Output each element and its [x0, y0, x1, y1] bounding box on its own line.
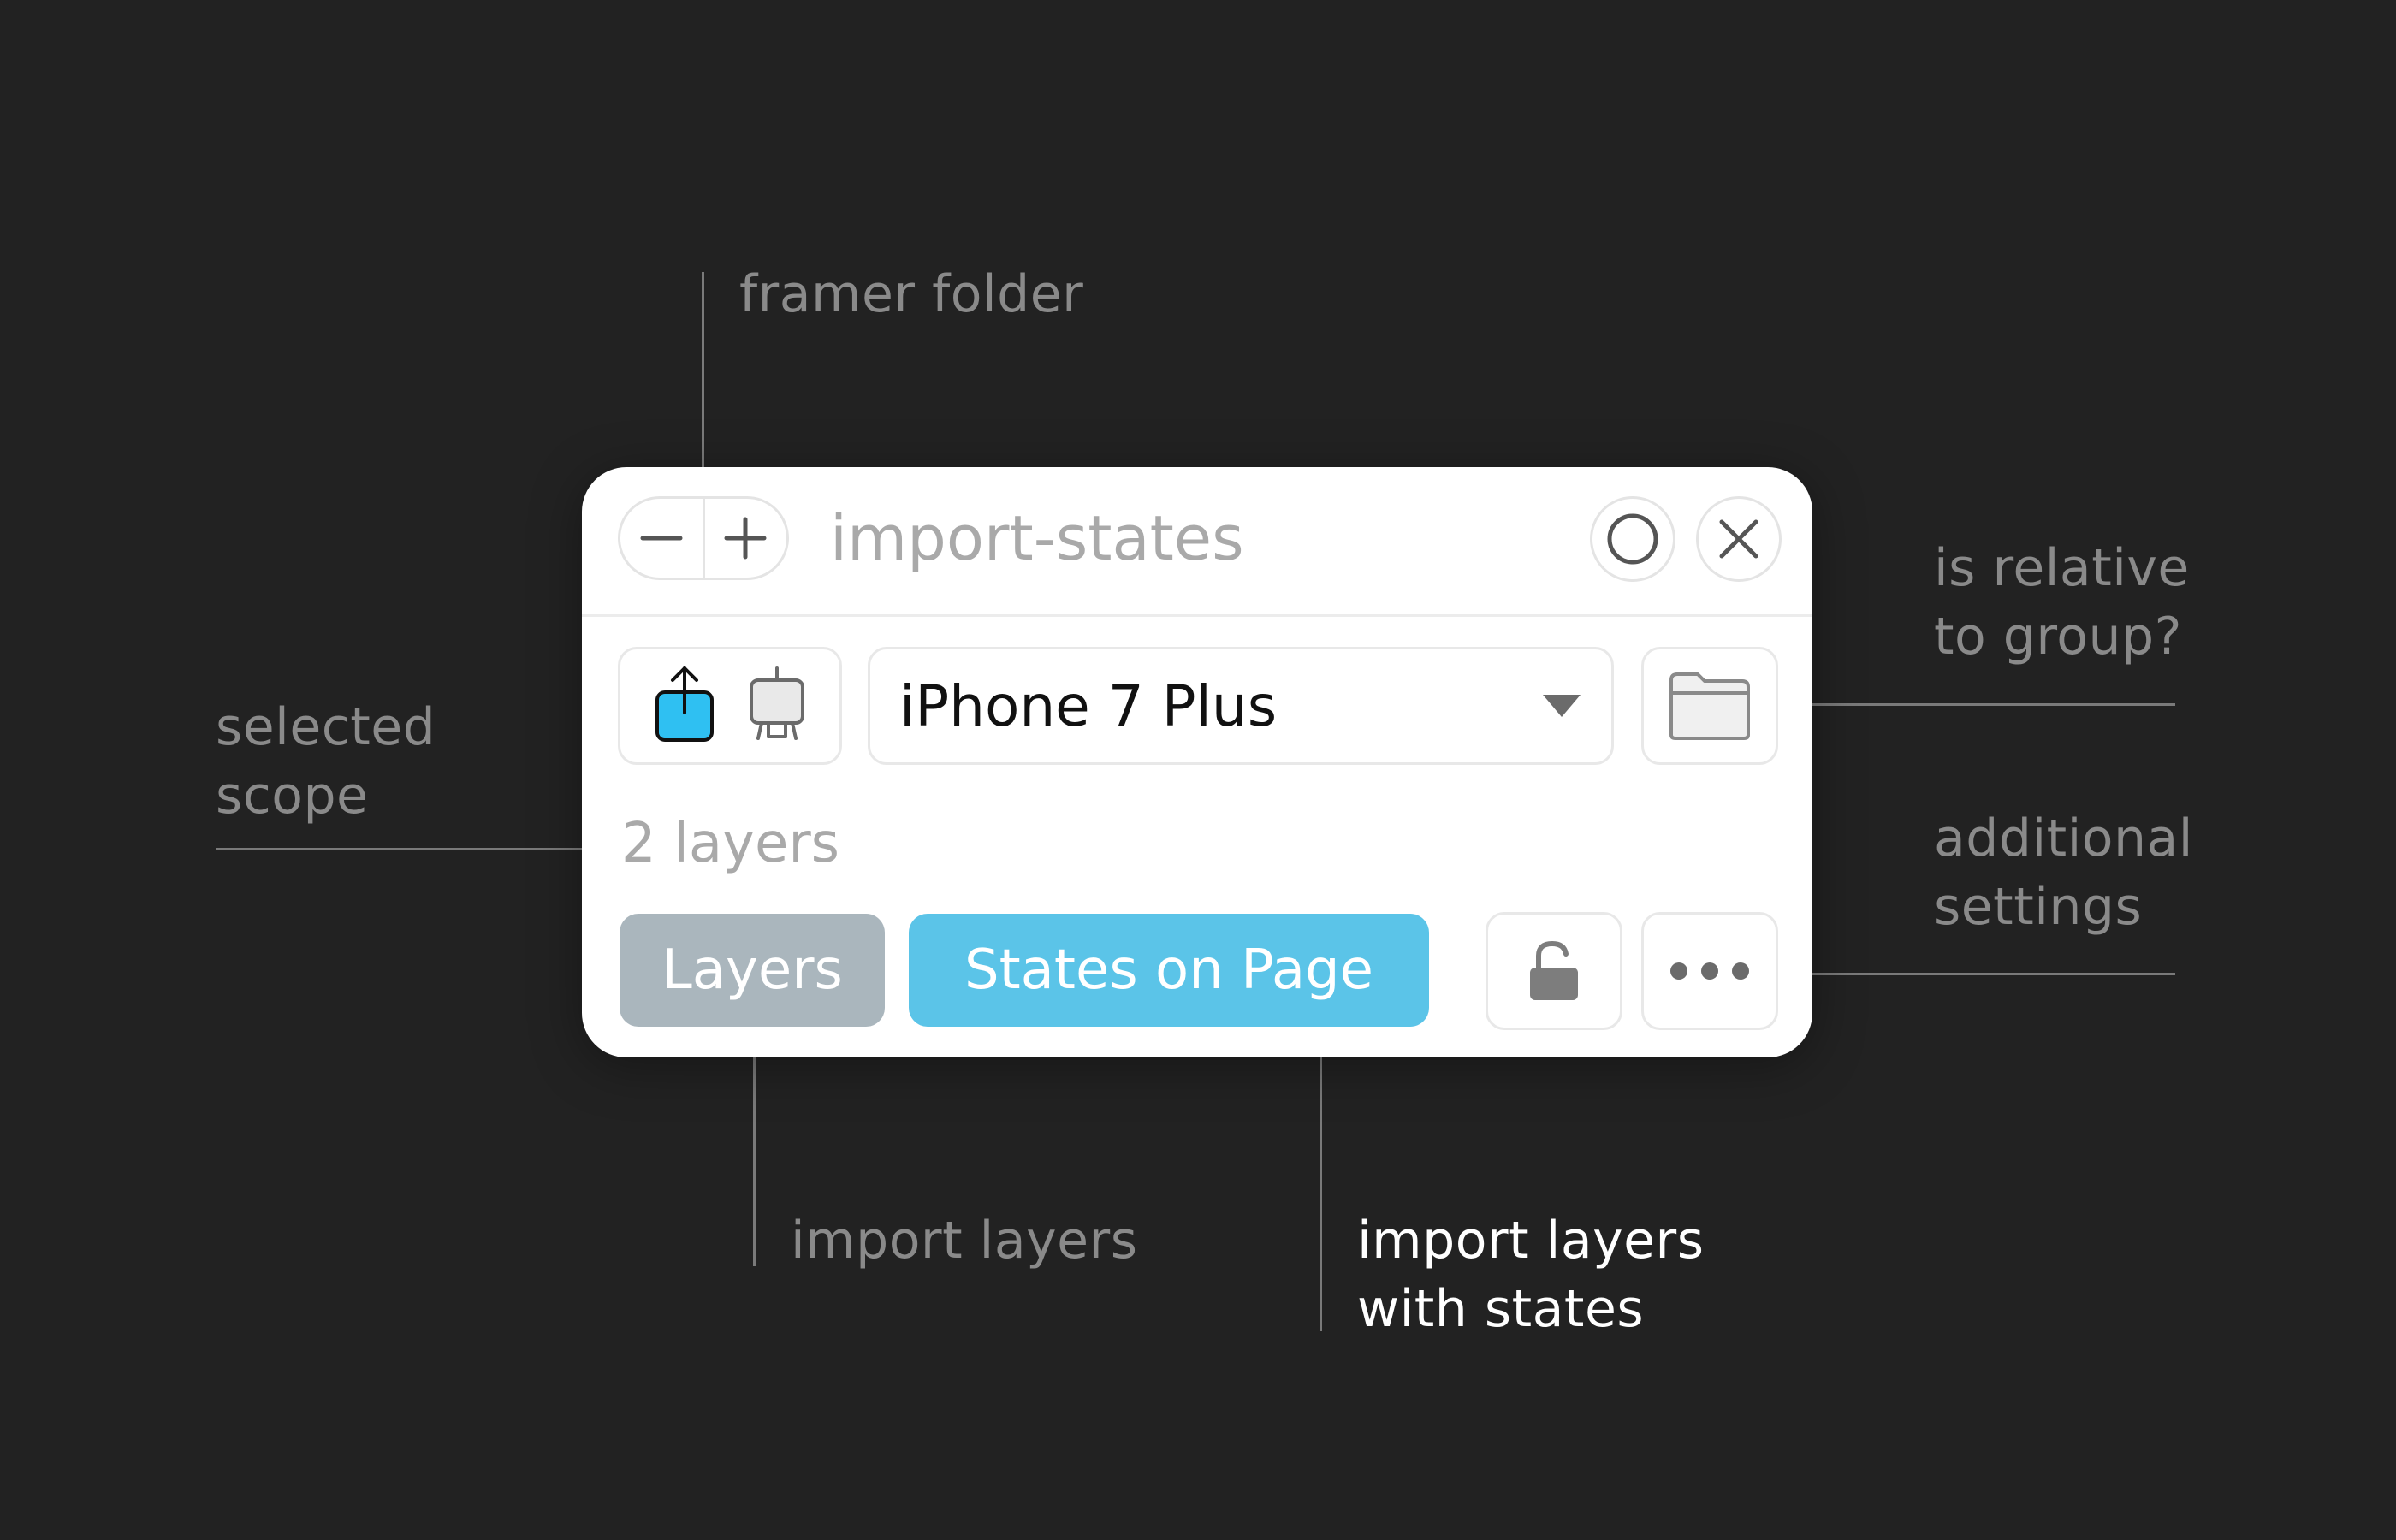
- import-states-on-page-button[interactable]: States on Page: [909, 914, 1429, 1027]
- annotation-text: import layers: [1357, 1211, 1705, 1270]
- record-button[interactable]: [1590, 496, 1675, 582]
- annotation-is-relative: is relative to group?: [1934, 534, 2190, 671]
- stepper-divider: [702, 499, 705, 578]
- minus-icon: [640, 536, 683, 541]
- panel-titlebar: import-states: [582, 467, 1812, 617]
- annotation-text: to group?: [1934, 607, 2182, 666]
- leader-line-additional-settings: [1788, 973, 2175, 975]
- circle-icon: [1607, 513, 1658, 565]
- folder-icon: [1669, 672, 1750, 740]
- panel-title: import-states: [830, 502, 1244, 574]
- leader-line-selected-scope: [216, 848, 606, 850]
- close-button[interactable]: [1696, 496, 1782, 582]
- annotation-text: settings: [1934, 877, 2143, 937]
- leader-line-framer-folder: [702, 272, 704, 486]
- more-settings-button[interactable]: [1641, 912, 1778, 1030]
- import-layers-button[interactable]: Layers: [620, 914, 885, 1027]
- selected-layer-count: 2 layers: [621, 812, 839, 875]
- increment-button[interactable]: [705, 499, 787, 578]
- scope-toggle: [618, 647, 842, 765]
- import-states-panel: import-states: [582, 467, 1812, 1057]
- annotation-text: additional: [1934, 808, 2193, 868]
- decrement-button[interactable]: [620, 499, 703, 578]
- plus-icon: [724, 517, 767, 560]
- device-select-value: iPhone 7 Plus: [899, 672, 1278, 739]
- framer-folder-stepper: [618, 496, 789, 580]
- annotation-additional-settings: additional settings: [1934, 804, 2193, 941]
- annotation-framer-folder: framer folder: [739, 260, 1083, 329]
- annotation-text: selected: [216, 697, 436, 757]
- more-dots-icon: [1670, 962, 1749, 980]
- annotation-text: import layers: [791, 1211, 1138, 1270]
- close-icon: [1719, 519, 1758, 559]
- annotation-text: scope: [216, 766, 369, 826]
- annotation-text: with states: [1357, 1279, 1645, 1339]
- easel-artboard-icon: [750, 666, 804, 740]
- relative-to-group-button[interactable]: [1641, 647, 1778, 765]
- annotation-text: framer folder: [739, 264, 1084, 324]
- export-upload-icon: [655, 666, 714, 742]
- leader-line-is-relative: [1788, 703, 2175, 706]
- device-select[interactable]: iPhone 7 Plus: [868, 647, 1614, 765]
- scope-option-artboard[interactable]: [746, 665, 808, 747]
- leader-line-import-layers-with-states: [1320, 1037, 1322, 1331]
- annotation-selected-scope: selected scope: [216, 693, 436, 830]
- unlock-icon: [1530, 940, 1578, 1000]
- annotation-import-layers: import layers: [791, 1206, 1137, 1275]
- lock-toggle-button[interactable]: [1486, 912, 1622, 1030]
- annotation-import-layers-with-states: import layers with states: [1357, 1206, 1704, 1343]
- leader-line-import-layers: [753, 1037, 756, 1266]
- annotation-text: is relative: [1934, 538, 2190, 598]
- scope-option-selection[interactable]: [652, 663, 717, 749]
- dropdown-triangle-icon: [1543, 695, 1581, 717]
